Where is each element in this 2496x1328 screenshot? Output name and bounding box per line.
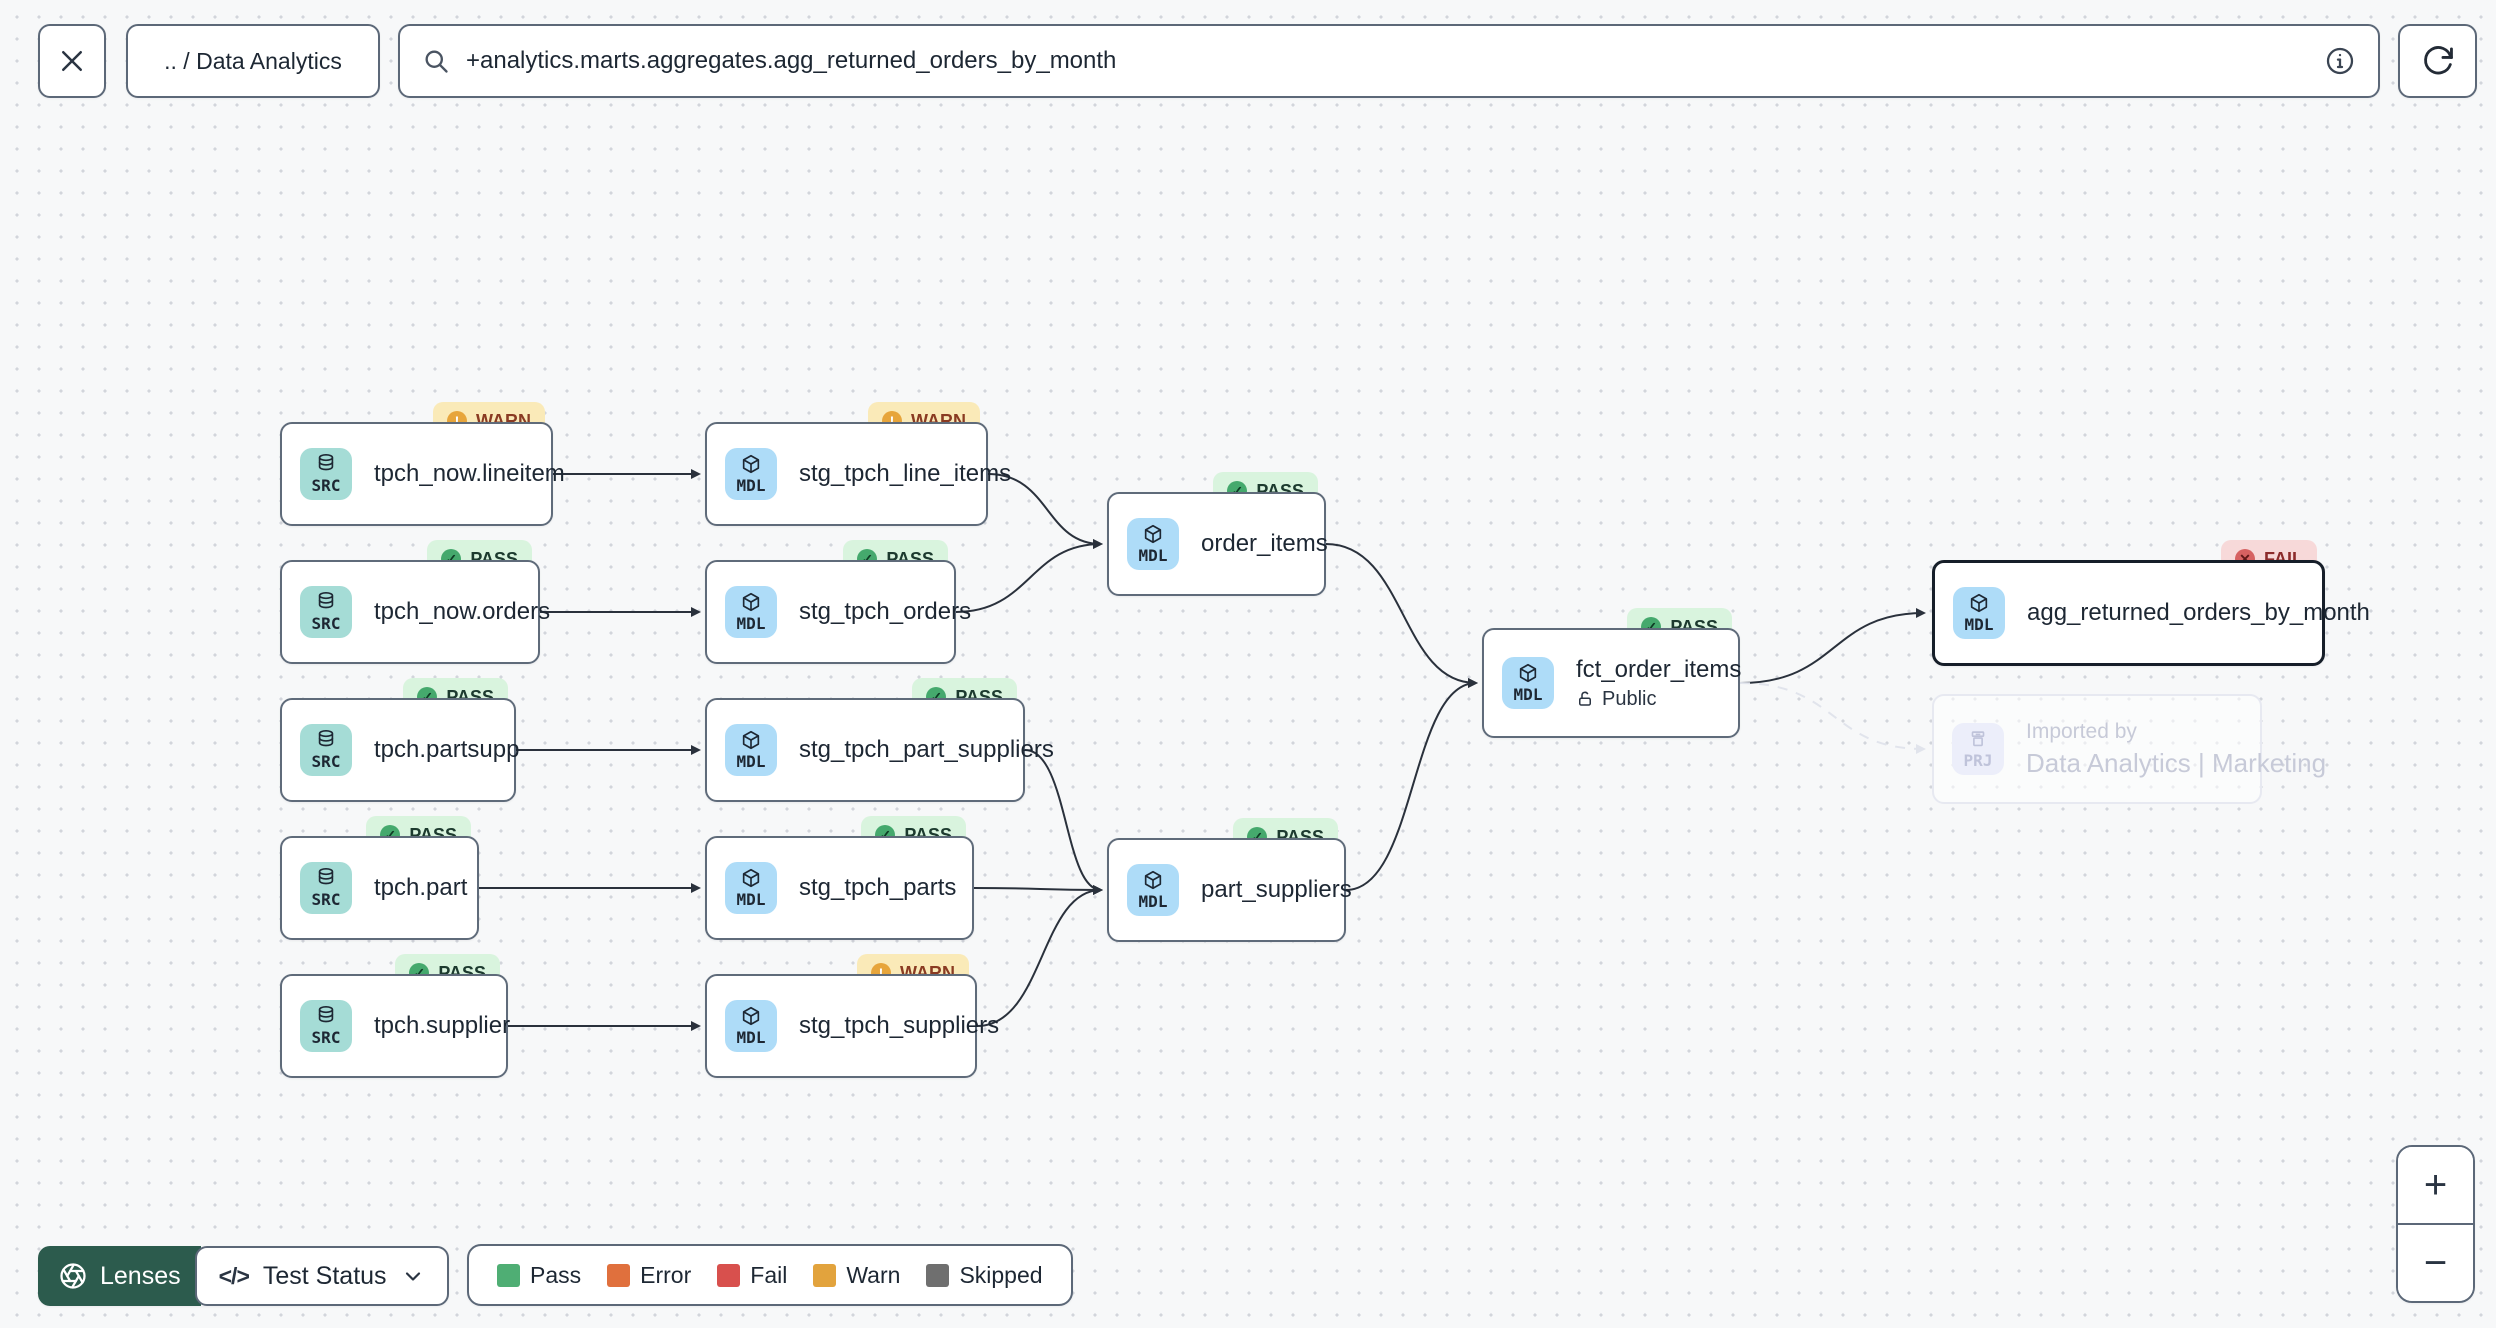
edge-fct-importedby [1739,682,1926,754]
breadcrumb-label: .. / Data Analytics [164,47,342,74]
node-stg-tpch-orders[interactable]: ✓PASS MDL stg_tpch_orders [705,540,971,664]
source-type-chip: SRC [300,586,352,638]
model-type-chip: MDL [1127,518,1179,570]
edge-stgsuppliers-partsuppliers [976,885,1103,1027]
project-type-chip: PRJ [1952,723,2004,775]
source-type-chip: SRC [300,1000,352,1052]
info-icon[interactable] [2324,45,2356,77]
edge-partsuppliers-fct [1345,678,1478,891]
lens-selector-dropdown[interactable]: </> Test Status [194,1246,449,1306]
fail-swatch [717,1263,741,1287]
zoom-in-button[interactable]: + [2398,1147,2473,1225]
cube-icon [1144,524,1162,544]
error-swatch [607,1263,631,1287]
node-tpch-supplier[interactable]: ✓PASS SRC tpch.supplier [280,954,510,1078]
cube-icon [1970,593,1988,613]
cube-icon [742,1006,760,1026]
warn-swatch [813,1263,837,1287]
node-imported-by-project[interactable]: PRJ Imported by Data Analytics | Marketi… [1932,694,2326,804]
cube-icon [742,730,760,750]
node-stg-tpch-suppliers[interactable]: !WARN MDL stg_tpch_suppliers [705,954,999,1078]
model-type-chip: MDL [725,724,777,776]
lens-selected-label: Test Status [262,1261,387,1290]
legend-item-pass: Pass [497,1262,581,1289]
pass-swatch [497,1263,520,1287]
node-order-items[interactable]: ✓PASS MDL order_items [1107,472,1328,596]
source-type-chip: SRC [300,724,352,776]
search-icon [425,50,448,73]
breadcrumb[interactable]: .. / Data Analytics [126,24,380,98]
edge-orderitems-fct [1325,543,1478,688]
refresh-icon [2423,46,2453,75]
cube-icon [742,454,760,474]
close-icon [62,51,82,71]
cube-icon [1519,663,1537,683]
node-tpch-now-lineitem[interactable]: !WARN SRC tpch_now.lineitem [280,402,565,526]
archive-box-icon [1971,731,1985,747]
cube-icon [742,592,760,612]
cube-icon [1144,870,1162,890]
lock-open-icon [1579,691,1591,706]
database-icon [318,592,334,609]
edge-fct-agg [1739,608,1926,684]
node-fct-order-items[interactable]: ✓PASS MDL fct_order_items Public [1482,608,1741,738]
edge-stgpartsup-partsuppliers [1024,749,1103,895]
lens-control: Lenses </> Test Status [38,1246,449,1306]
model-type-chip: MDL [1127,864,1179,916]
model-type-chip: MDL [725,1000,777,1052]
lenses-label: Lenses [100,1261,181,1290]
edge-stgline-orderitems [987,473,1103,549]
legend-item-warn: Warn [813,1262,900,1289]
edge-stgorders-orderitems [955,539,1103,613]
aperture-icon [60,1263,86,1289]
node-tpch-part[interactable]: ✓PASS SRC tpch.part [280,816,479,940]
close-button[interactable] [38,24,106,98]
chevron-down-icon [405,1272,420,1281]
search-input[interactable]: +analytics.marts.aggregates.agg_returned… [466,47,1117,74]
node-stg-tpch-part-suppliers[interactable]: ✓PASS MDL stg_tpch_part_suppliers [705,678,1054,802]
database-icon [318,730,334,747]
node-stg-tpch-parts[interactable]: ✓PASS MDL stg_tpch_parts [705,816,974,940]
node-tpch-now-orders[interactable]: ✓PASS SRC tpch_now.orders [280,540,550,664]
model-type-chip: MDL [1502,657,1554,709]
node-tpch-partsupp[interactable]: ✓PASS SRC tpch.partsupp [280,678,519,802]
node-agg-returned-orders-by-month[interactable]: ✕FAIL MDL agg_returned_orders_by_month [1932,540,2370,666]
database-icon [318,1006,334,1023]
legend-item-skipped: Skipped [926,1262,1043,1289]
cube-icon [742,868,760,888]
model-type-chip: MDL [725,448,777,500]
legend-item-error: Error [607,1262,691,1289]
search-bar[interactable]: +analytics.marts.aggregates.agg_returned… [398,24,2380,98]
source-type-chip: SRC [300,448,352,500]
status-legend: Pass Error Fail Warn Skipped [467,1244,1073,1306]
refresh-button[interactable] [2398,24,2477,98]
model-type-chip: MDL [725,586,777,638]
node-part-suppliers[interactable]: ✓PASS MDL part_suppliers [1107,818,1352,942]
model-type-chip: MDL [725,862,777,914]
lenses-button[interactable]: Lenses [38,1246,201,1306]
legend-item-fail: Fail [717,1262,787,1289]
model-type-chip: MDL [1953,587,2005,639]
zoom-out-button[interactable]: − [2398,1225,2473,1301]
database-icon [318,454,334,471]
edge-stgparts-partsuppliers [973,884,1103,895]
zoom-controls: + − [2396,1145,2475,1303]
source-type-chip: SRC [300,862,352,914]
database-icon [318,868,334,885]
access-level: Public [1576,688,1741,711]
code-icon: </> [218,1262,250,1289]
node-stg-tpch-line-items[interactable]: !WARN MDL stg_tpch_line_items [705,402,1011,526]
skipped-swatch [926,1263,950,1287]
